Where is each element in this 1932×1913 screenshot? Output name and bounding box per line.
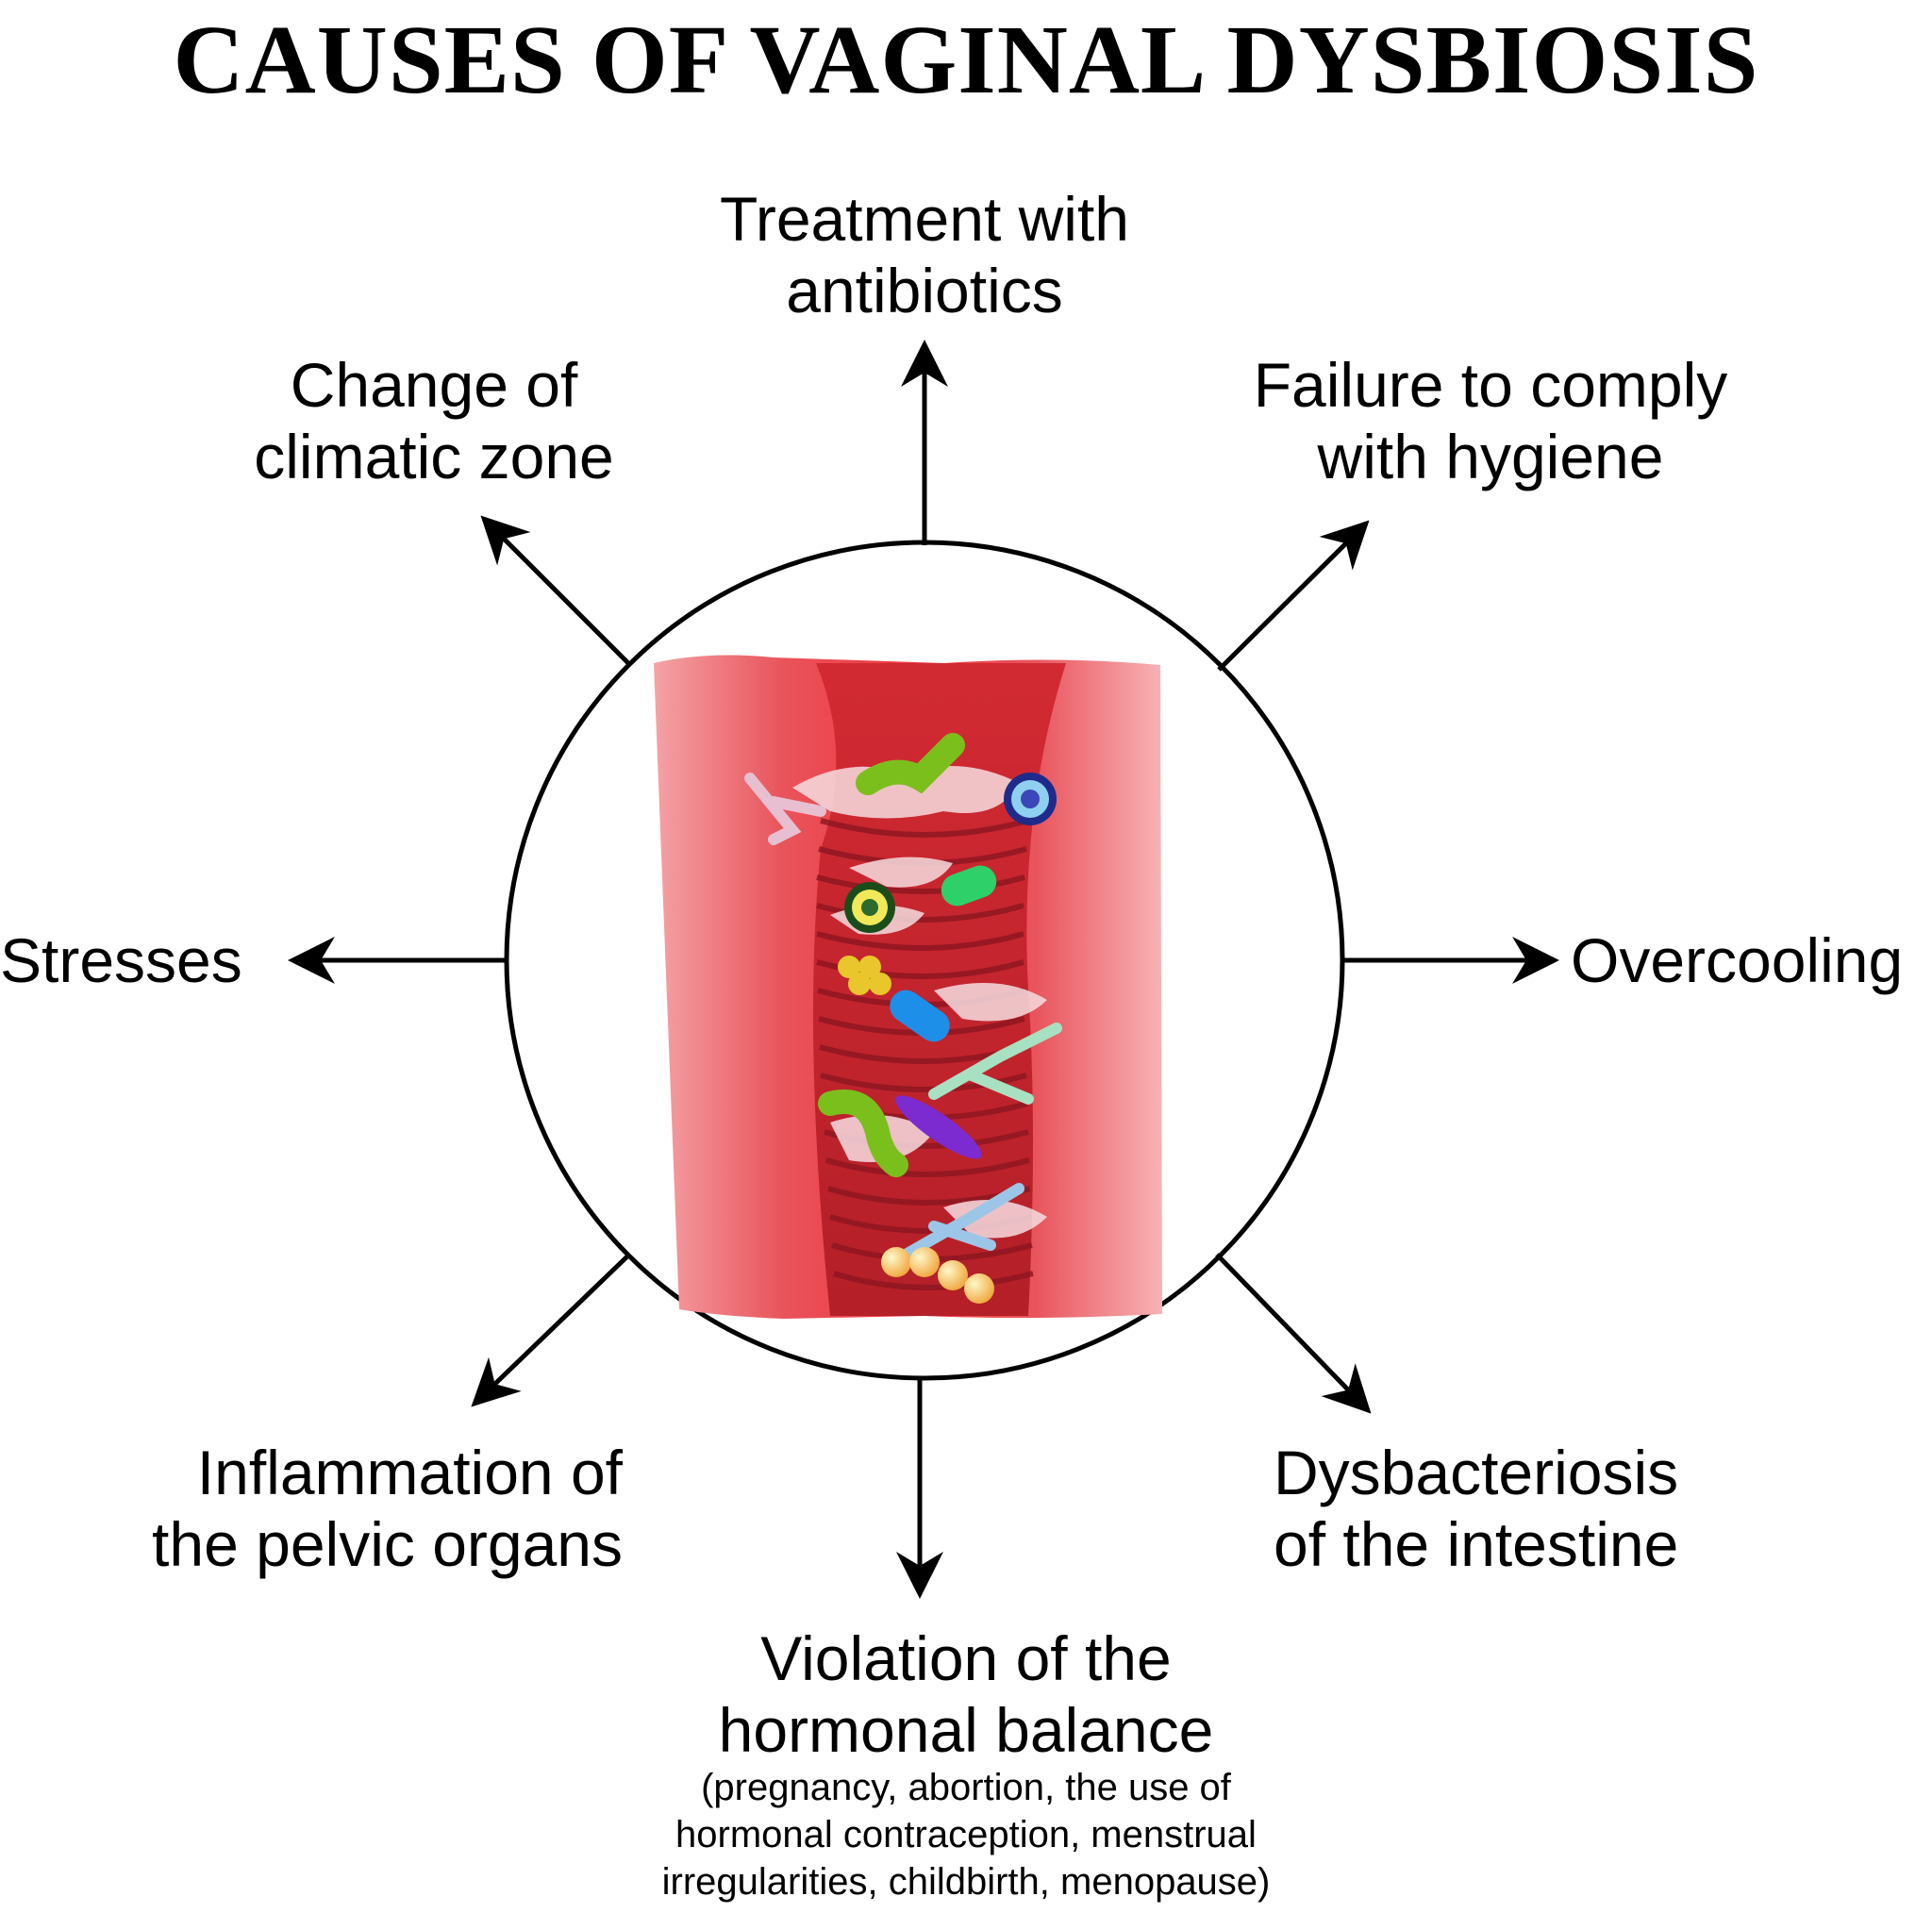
hormonal-note: (pregnancy, abortion, the use of hormona…	[494, 1764, 1438, 1905]
fungal-hyphae-green	[928, 1023, 1062, 1105]
vaginal-canal-illustration	[654, 655, 1162, 1319]
purple-rod	[895, 1095, 982, 1159]
green-bacterium-top	[856, 733, 965, 795]
cause-bottom-right: Dysbacteriosis of the intestine	[1274, 1437, 1840, 1580]
cause-right-line-1: Overcooling	[1571, 925, 1904, 995]
cause-top-left-line-2: climatic zone	[254, 422, 614, 491]
green-bacterium-bottom	[818, 1090, 908, 1177]
microbes	[744, 733, 1062, 1304]
yellow-chain	[881, 1247, 994, 1304]
page-title: CAUSES OF VAGINAL DYSBIOSIS	[173, 6, 1759, 114]
yellow-cocci	[838, 956, 891, 995]
arrow-bottom-right	[1215, 1253, 1372, 1414]
green-rod	[941, 865, 997, 907]
cause-top-left-line-1: Change of	[290, 350, 578, 420]
cause-left-line-1: Stresses	[0, 925, 242, 995]
hormonal-note-line-3: irregularities, childbirth, menopause)	[661, 1861, 1271, 1903]
cause-top-line-2: antibiotics	[786, 256, 1063, 325]
arrow-bottom-left	[471, 1253, 631, 1407]
cause-bottom-line-2: hormonal balance	[718, 1695, 1214, 1765]
cause-top-right-line-2: with hygiene	[1317, 422, 1664, 491]
cause-top-right: Failure to comply with hygiene	[1198, 349, 1783, 492]
blue-rod	[890, 990, 950, 1042]
hormonal-note-line-2: hormonal contraception, menstrual	[675, 1814, 1257, 1855]
virus-left	[844, 882, 895, 933]
cause-bottom-right-line-1: Dysbacteriosis	[1274, 1438, 1679, 1507]
cause-top: Treatment with antibiotics	[641, 183, 1208, 326]
hormonal-note-line-1: (pregnancy, abortion, the use of	[701, 1767, 1231, 1808]
cause-bottom: Violation of the hormonal balance	[589, 1622, 1343, 1766]
arrow-top-left	[480, 515, 632, 667]
cause-top-right-line-1: Failure to comply	[1253, 350, 1728, 420]
arrow-top-right	[1217, 520, 1370, 672]
cause-right: Overcooling	[1571, 924, 1932, 996]
cause-bottom-left: Inflammation of the pelvic organs	[75, 1437, 623, 1580]
arrows	[288, 340, 1559, 1599]
cause-bottom-left-line-1: Inflammation of	[196, 1438, 623, 1507]
cause-bottom-left-line-2: the pelvic organs	[152, 1509, 623, 1579]
cause-top-left: Change of climatic zone	[189, 349, 679, 492]
cause-top-line-1: Treatment with	[719, 184, 1130, 254]
virus-top-right	[1004, 773, 1057, 825]
fungal-hyphae-blue	[900, 1183, 1024, 1260]
cause-left: Stresses	[0, 924, 283, 996]
pink-hyphae	[744, 773, 826, 845]
cause-bottom-line-1: Violation of the	[760, 1623, 1172, 1693]
cause-bottom-right-line-2: of the intestine	[1274, 1509, 1679, 1579]
